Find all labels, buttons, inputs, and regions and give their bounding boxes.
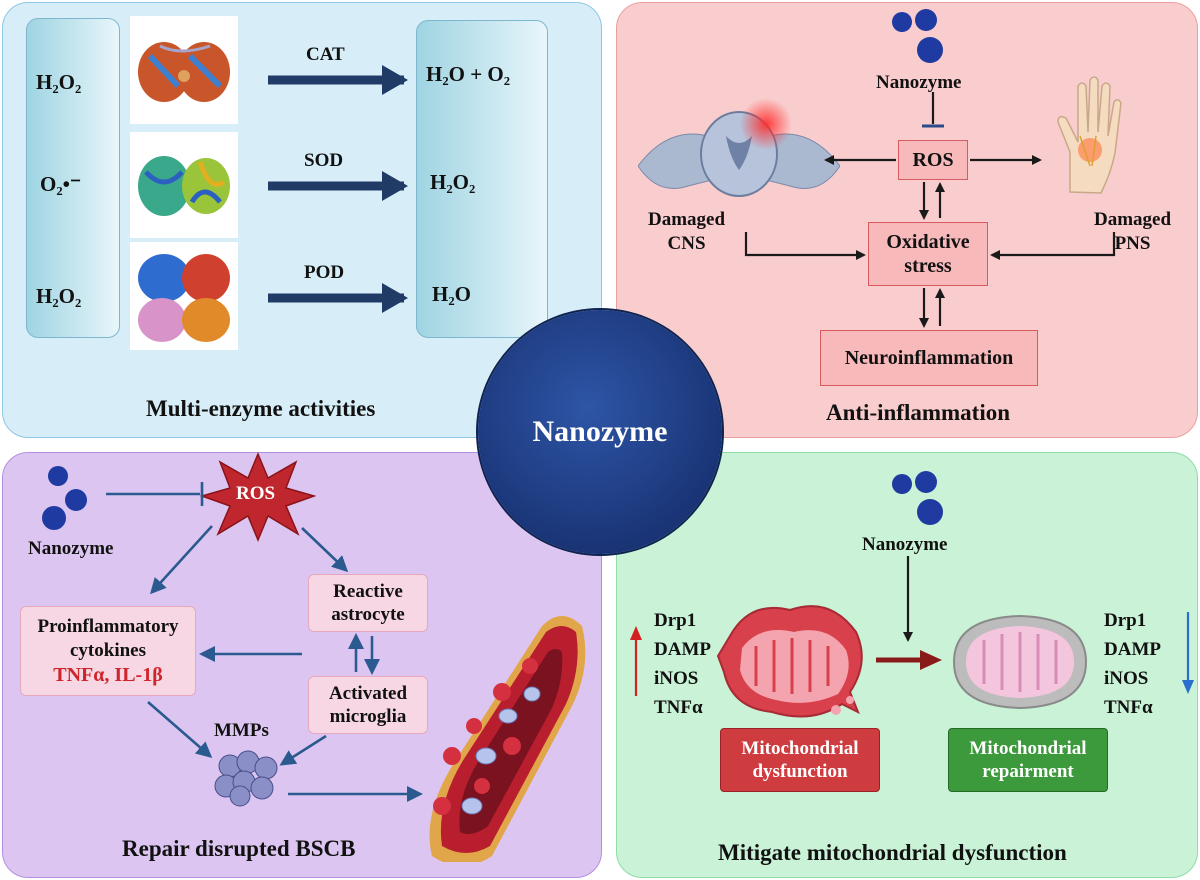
- activated-microglia-box: Activated microglia: [308, 676, 428, 734]
- enzyme-cat-label: CAT: [306, 44, 345, 65]
- anti-inflammation-title: Anti-inflammation: [826, 400, 1010, 425]
- product-column: [416, 20, 548, 338]
- pns-line-2: PNS: [1114, 233, 1151, 254]
- cat-protein-image: [130, 16, 238, 124]
- dysfunction-line-1: Mitochondrial: [741, 738, 859, 759]
- microglia-line-2: microglia: [329, 706, 407, 727]
- nanozyme-label-bl: Nanozyme: [28, 538, 114, 559]
- multi-enzyme-title: Multi-enzyme activities: [146, 396, 376, 421]
- mitochondrial-repairment-box: Mitochondrial repairment: [948, 728, 1108, 792]
- astrocyte-line-1: Reactive: [333, 581, 403, 602]
- damaged-mitochondrion-image: [716, 596, 868, 722]
- damaged-cns-label: Damaged CNS: [648, 208, 725, 256]
- reactive-astrocyte-box: Reactive astrocyte: [308, 574, 428, 632]
- mmps-label: MMPs: [214, 720, 269, 741]
- nanozyme-label-ai: Nanozyme: [876, 72, 962, 93]
- dysfunction-line-2: dysfunction: [752, 761, 848, 782]
- ros-box-ai: ROS: [898, 140, 968, 180]
- substrate-h2o2-1: H₂O₂: [36, 70, 82, 94]
- proinflammatory-cytokines-box: Proinflammatory cytokines TNFα, IL-1β: [20, 606, 196, 696]
- product-water-oxygen: H₂O + O₂: [426, 62, 511, 86]
- markers-right: Drp1 DAMP iNOS TNFα: [1104, 606, 1161, 722]
- hand-image: [1050, 76, 1136, 194]
- oxidative-line-2: stress: [904, 255, 952, 277]
- marker-left-damp: DAMP: [654, 639, 711, 660]
- mmps-cluster-image: [210, 748, 286, 808]
- ros-label-bl: ROS: [236, 483, 276, 504]
- spinal-cord-image: [638, 96, 840, 208]
- ros-burst: [200, 452, 316, 542]
- markers-left: Drp1 DAMP iNOS TNFα: [654, 606, 711, 722]
- nanozyme-particles-bl: [38, 460, 102, 540]
- substrate-superoxide: O₂•⁻: [40, 172, 82, 196]
- repairment-line-1: Mitochondrial: [969, 738, 1087, 759]
- product-water: H₂O: [432, 282, 471, 306]
- oxidative-line-1: Oxidative: [886, 231, 970, 253]
- enzyme-sod-label: SOD: [304, 150, 344, 171]
- repairment-line-2: repairment: [982, 761, 1074, 782]
- mitochondria-panel: [616, 452, 1198, 878]
- product-h2o2: H₂O₂: [430, 170, 476, 194]
- pod-protein-image: [130, 242, 238, 350]
- oxidative-stress-box: Oxidative stress: [868, 222, 988, 286]
- substrate-h2o2-2: H₂O₂: [36, 284, 82, 308]
- cytokines-line-1: Proinflammatory: [37, 616, 179, 637]
- marker-left-tnfa: TNFα: [654, 697, 703, 718]
- bscb-title: Repair disrupted BSCB: [122, 836, 356, 861]
- marker-right-damp: DAMP: [1104, 639, 1161, 660]
- nanozyme-particles-top: [880, 6, 956, 66]
- damaged-pns-label: Damaged PNS: [1094, 208, 1171, 256]
- astrocyte-line-2: astrocyte: [331, 604, 405, 625]
- marker-left-inos: iNOS: [654, 668, 699, 689]
- mitochondria-title: Mitigate mitochondrial dysfunction: [718, 840, 1067, 865]
- marker-left-drp1: Drp1: [654, 610, 697, 631]
- pns-line-1: Damaged: [1094, 209, 1172, 230]
- cytokine-names: TNFα, IL-1β: [53, 664, 163, 686]
- substrate-column: [26, 18, 120, 338]
- neuroinflammation-box: Neuroinflammation: [820, 330, 1038, 386]
- blood-vessel-image: [412, 606, 594, 862]
- cns-line-2: CNS: [667, 233, 706, 254]
- enzyme-pod-label: POD: [304, 262, 345, 283]
- healthy-mitochondrion-image: [944, 606, 1096, 718]
- microglia-line-1: Activated: [328, 683, 408, 704]
- marker-right-inos: iNOS: [1104, 668, 1149, 689]
- cns-line-1: Damaged: [648, 209, 726, 230]
- mitochondrial-dysfunction-box: Mitochondrial dysfunction: [720, 728, 880, 792]
- center-nanozyme-circle: Nanozyme: [478, 310, 722, 554]
- nanozyme-label-br: Nanozyme: [862, 534, 948, 555]
- marker-right-drp1: Drp1: [1104, 610, 1147, 631]
- center-nanozyme-label: Nanozyme: [532, 415, 668, 448]
- nanozyme-particles-br: [880, 468, 956, 528]
- cytokines-line-2: cytokines: [70, 640, 146, 661]
- sod-protein-image: [130, 132, 238, 238]
- marker-right-tnfa: TNFα: [1104, 697, 1153, 718]
